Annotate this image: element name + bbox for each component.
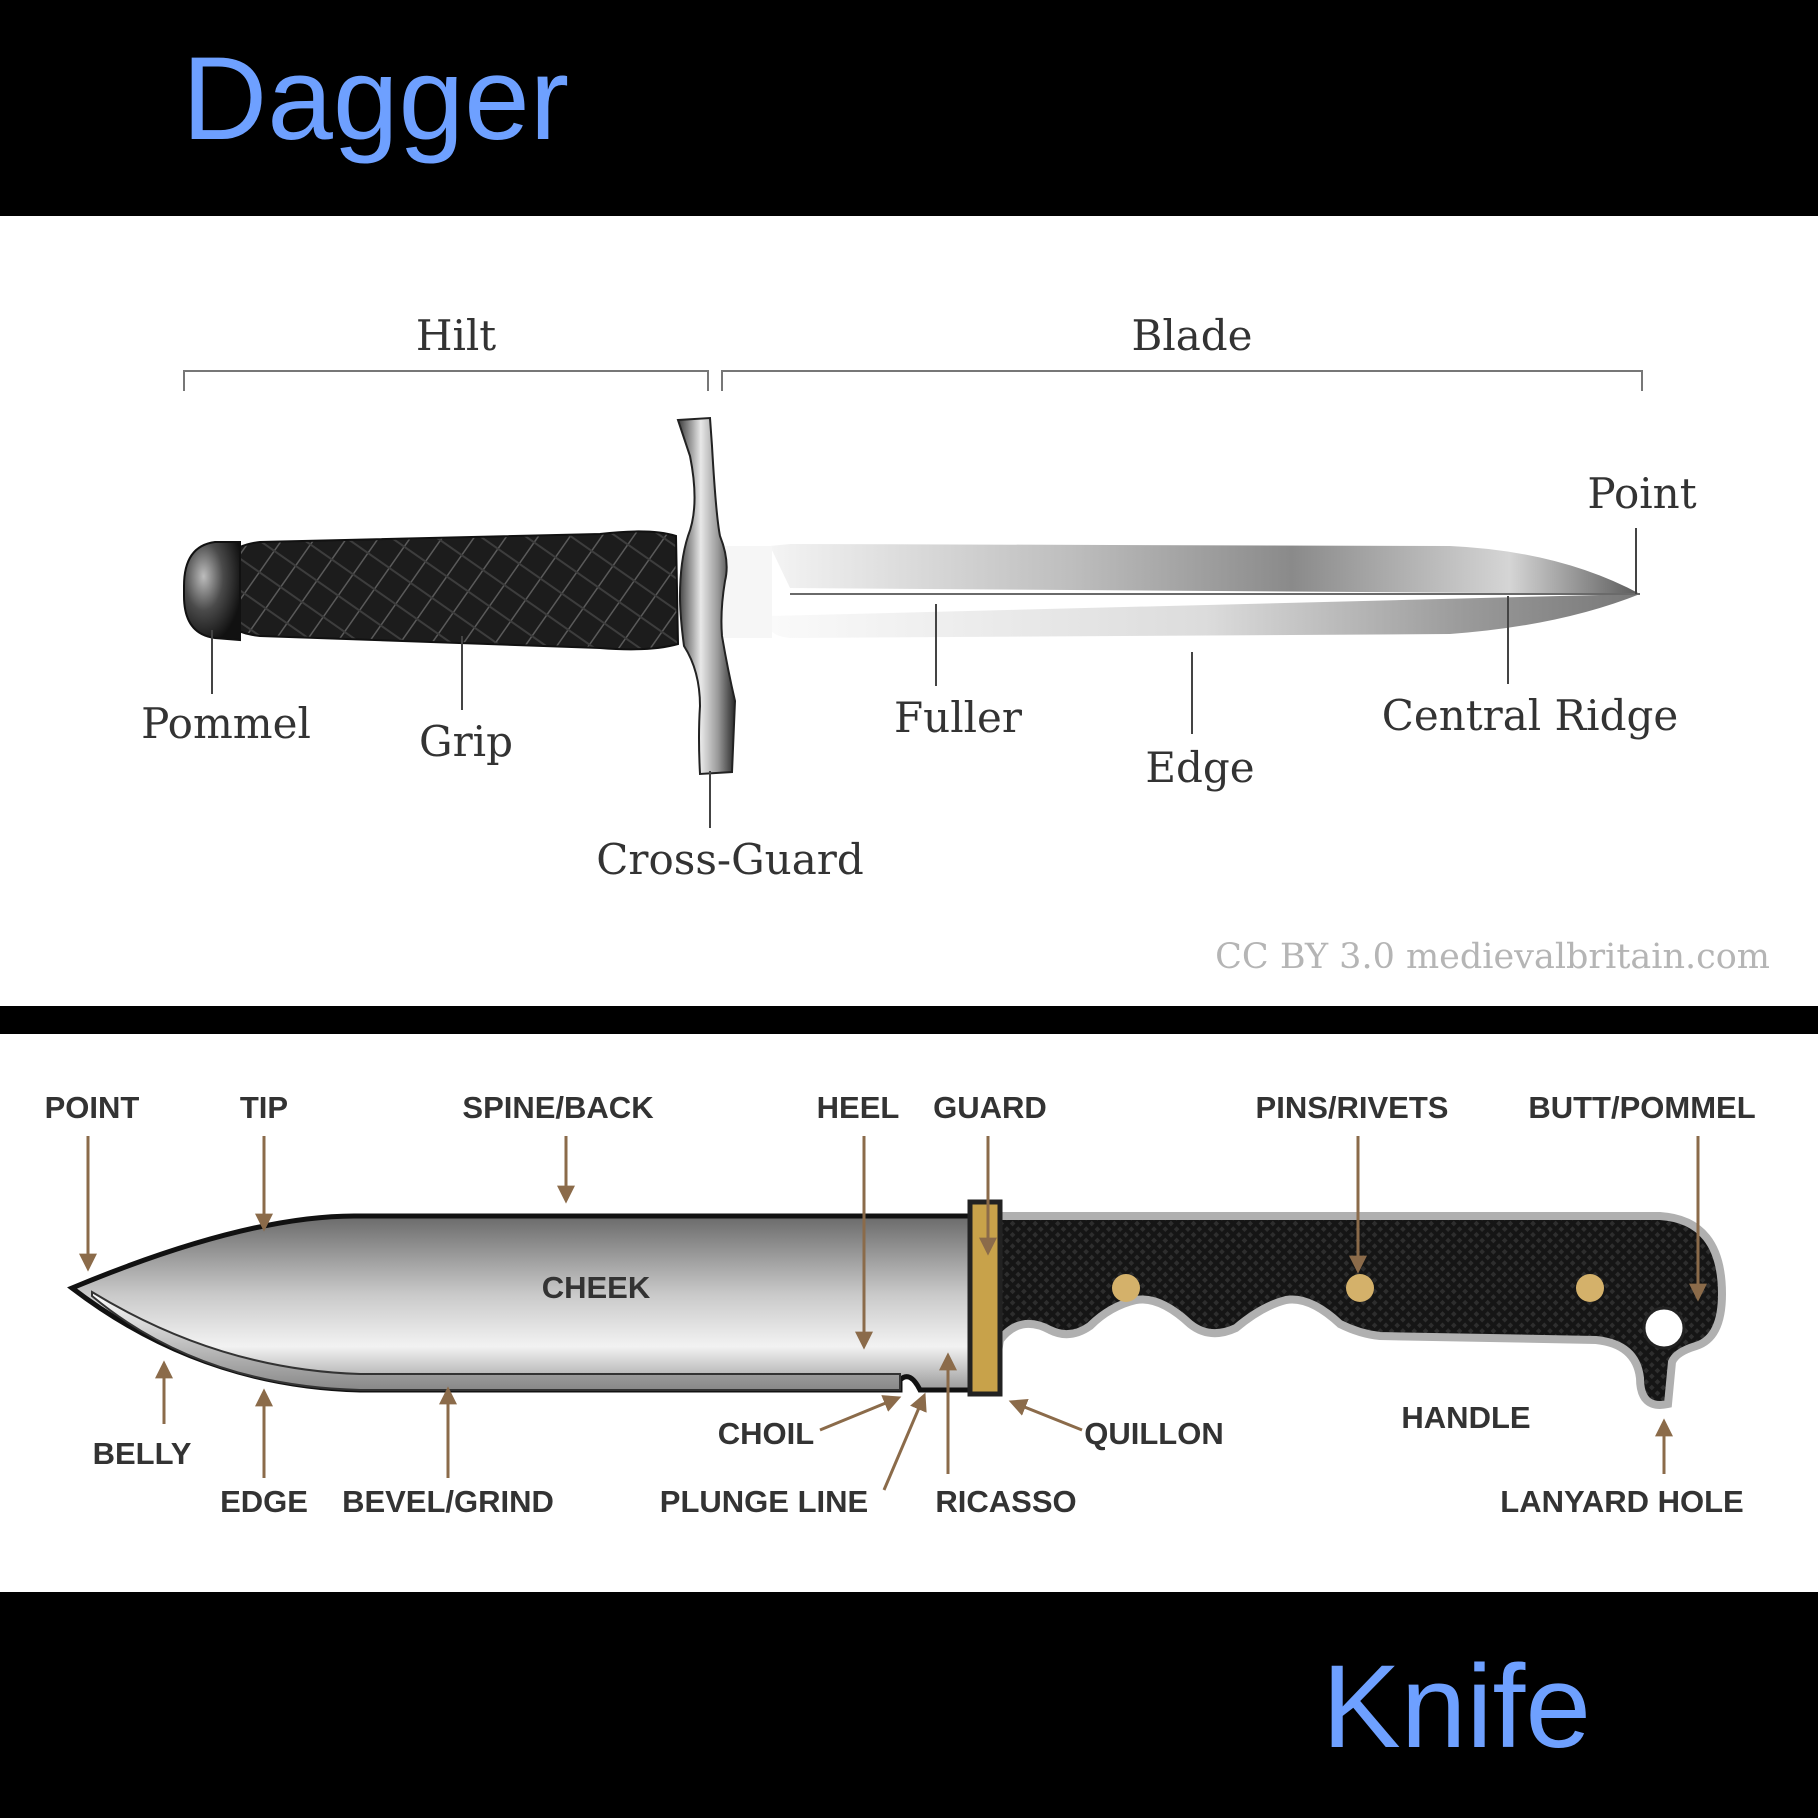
blade-label: Blade — [1131, 311, 1252, 360]
blade-bracket — [721, 370, 1643, 391]
middle-band — [0, 1006, 1818, 1034]
knife-edge-label: EDGE — [220, 1484, 308, 1519]
knife-plunge-label: PLUNGE LINE — [660, 1484, 868, 1519]
edge-label: Edge — [1145, 743, 1254, 792]
central-ridge-label: Central Ridge — [1382, 691, 1679, 740]
knife-panel: POINT TIP SPINE/BACK HEEL GUARD PINS/RIV… — [0, 1034, 1818, 1592]
fuller-label: Fuller — [894, 693, 1023, 742]
knife-guard — [967, 1199, 1003, 1397]
knife-title: Knife — [1322, 1641, 1591, 1773]
cross-guard — [676, 416, 737, 776]
knife-ricasso-label: RICASSO — [935, 1484, 1076, 1519]
pommel — [183, 541, 241, 642]
knife-lanyard-label: LANYARD HOLE — [1500, 1484, 1743, 1519]
knife-guard-label: GUARD — [933, 1090, 1047, 1125]
knife-heel-label: HEEL — [817, 1090, 900, 1125]
point-label: Point — [1587, 469, 1696, 518]
knife-bevel-label: BEVEL/GRIND — [342, 1484, 554, 1519]
plunge-arrow — [882, 1392, 927, 1491]
knife-cheek-label: CHEEK — [542, 1270, 651, 1305]
hilt-bracket — [183, 370, 709, 391]
dagger-diagram: Hilt Blade Point Pommel Grip Cross-Guard… — [141, 311, 1770, 977]
knife-tip-label: TIP — [240, 1090, 288, 1125]
blade-lower — [770, 594, 1640, 638]
dagger-title: Dagger — [182, 33, 570, 165]
knife-quillon-label: QUILLON — [1084, 1416, 1224, 1451]
pin-3 — [1576, 1274, 1604, 1302]
pin-1 — [1112, 1274, 1140, 1302]
knife-spine-label: SPINE/BACK — [462, 1090, 654, 1125]
knife-pins-label: PINS/RIVETS — [1256, 1090, 1449, 1125]
knife-butt-label: BUTT/POMMEL — [1528, 1090, 1755, 1125]
credit-text: CC BY 3.0 medievalbritain.com — [1215, 937, 1770, 977]
choil-arrow — [819, 1395, 902, 1432]
knife-handle — [992, 1212, 1727, 1409]
knife-handle-label: HANDLE — [1401, 1400, 1530, 1435]
grip — [224, 530, 680, 651]
knife-diagram: POINT TIP SPINE/BACK HEEL GUARD PINS/RIV… — [45, 1090, 1756, 1519]
lanyard-hole — [1642, 1306, 1686, 1350]
crossguard-label: Cross-Guard — [596, 835, 863, 884]
dagger-panel: Hilt Blade Point Pommel Grip Cross-Guard… — [0, 216, 1818, 1006]
knife-point-label: POINT — [45, 1090, 140, 1125]
knife-blade — [67, 1213, 973, 1393]
knife-bevel — [91, 1290, 901, 1391]
pin-2 — [1346, 1274, 1374, 1302]
pommel-label: Pommel — [141, 699, 311, 748]
hilt-label: Hilt — [416, 311, 496, 360]
bottom-band — [0, 1592, 1818, 1818]
blade-upper — [770, 544, 1640, 594]
top-band — [0, 0, 1818, 216]
grip-label: Grip — [419, 717, 513, 766]
quillon-arrow — [1008, 1398, 1083, 1432]
knife-choil-label: CHOIL — [718, 1416, 814, 1451]
knife-belly-label: BELLY — [93, 1436, 192, 1471]
